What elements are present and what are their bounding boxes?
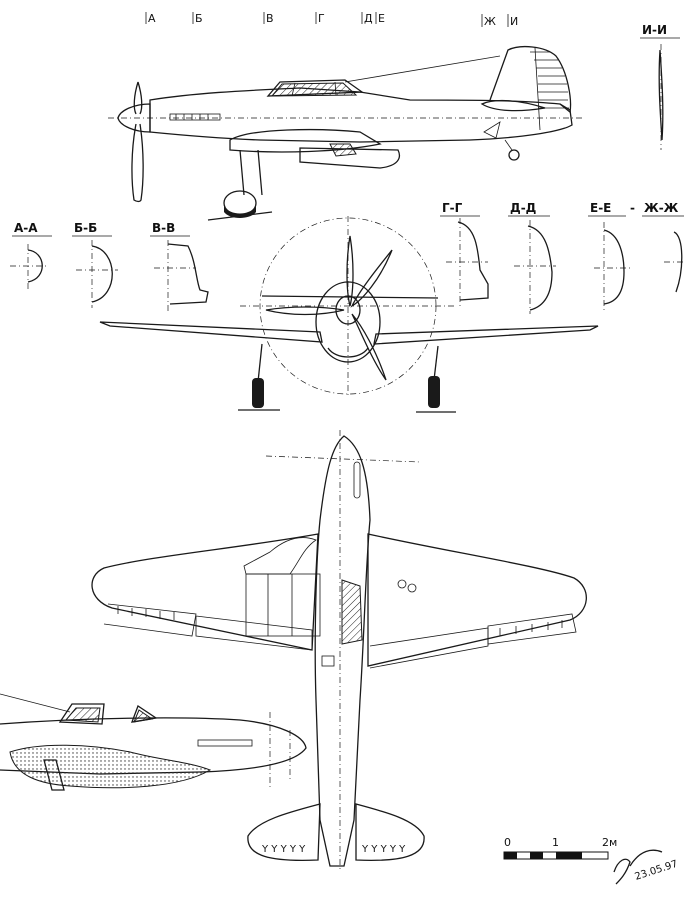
elevator-marks: Y Y Y Y Y Y Y Y Y Y bbox=[261, 844, 406, 855]
plan-view: Y Y Y Y Y Y Y Y Y Y bbox=[91, 430, 587, 870]
section-mark-e: Е bbox=[378, 12, 385, 25]
scale-bar: 0 1 2м bbox=[503, 836, 617, 860]
section-mark-v: В bbox=[266, 12, 274, 25]
section-mark-zh: Ж bbox=[484, 15, 496, 28]
section-markers-top: А Б В Г Д Е Ж И bbox=[145, 12, 518, 28]
front-view bbox=[99, 216, 599, 413]
svg-text:Y Y Y Y Y: Y Y Y Y Y bbox=[361, 844, 406, 855]
section-mark-d: Д bbox=[364, 12, 373, 25]
section-dd-label: Д-Д bbox=[510, 201, 536, 215]
section-ii-label: И-И bbox=[642, 23, 667, 37]
partial-side-view bbox=[0, 693, 307, 791]
section-gg-label: Г-Г bbox=[442, 201, 463, 215]
section-mark-g: Г bbox=[318, 12, 325, 25]
section-mark-b: Б bbox=[195, 12, 203, 25]
scale-tick-0: 0 bbox=[504, 836, 511, 849]
section-mark-i: И bbox=[510, 15, 518, 28]
svg-text:Y Y Y Y Y: Y Y Y Y Y bbox=[261, 844, 306, 855]
section-ii: И-И bbox=[640, 23, 680, 150]
section-dash: - bbox=[630, 201, 635, 215]
section-ee-label: Е-Е bbox=[590, 201, 611, 215]
signature: 23.05.97 bbox=[613, 849, 680, 885]
scale-tick-2: 2м bbox=[602, 836, 617, 849]
section-vv-label: В-В bbox=[152, 221, 175, 235]
section-aa-label: А-А bbox=[14, 221, 38, 235]
scale-tick-1: 1 bbox=[552, 836, 559, 849]
cross-sections: А-А Б-Б В-В Г-Г Д-Д Е-Е - Ж-Ж bbox=[10, 201, 684, 314]
section-mark-a: А bbox=[148, 12, 156, 25]
section-bb-label: Б-Б bbox=[74, 221, 97, 235]
section-zhzh-label: Ж-Ж bbox=[644, 201, 679, 215]
signature-date: 23.05.97 bbox=[634, 859, 680, 883]
side-view bbox=[108, 45, 582, 221]
